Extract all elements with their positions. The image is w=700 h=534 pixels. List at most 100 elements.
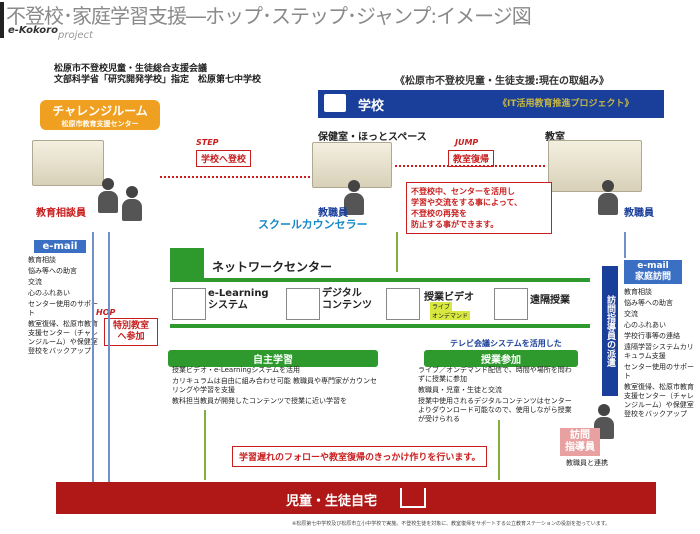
- school-icon: [324, 94, 346, 112]
- org-line-1: 松原市不登校児童・生徒総合支援会議: [54, 64, 208, 74]
- digital-label-2: コンテンツ: [322, 300, 372, 311]
- renkei-label: 教職員と連携: [566, 459, 608, 467]
- step-label: 学校へ登校: [196, 150, 252, 167]
- email-left-item: センター使用のサポート: [28, 300, 98, 317]
- footnote: ※松原第七中学校及び松原市立小中学校で実施。不登校生徒を対象に、教室復帰をサポー…: [292, 521, 611, 527]
- hop-box: 特別教室 へ参加: [104, 318, 158, 346]
- red-note: 不登校中、センターを活用し 学習や交流をする事によって、 不登校の再発を 防止す…: [406, 182, 552, 234]
- digital-label: デジタル コンテンツ: [322, 288, 372, 312]
- school-bar: 学校 《IT活用教育推進プロジェクト》: [318, 90, 664, 118]
- network-center-label: ネットワークセンター: [212, 260, 333, 274]
- home-label: 児童・生徒自宅: [286, 494, 378, 509]
- email-right-title-1: e-mail: [637, 261, 669, 271]
- jugyou-item: 授業中使用されるデジタルコンテンツはセンターよりダウンロード可能なので、使用しな…: [418, 397, 572, 423]
- step-arrow: [160, 176, 310, 178]
- houmon-vertical-label: 訪問指導員の派遣: [605, 295, 615, 367]
- email-right-title-2: 家庭訪問: [634, 272, 671, 282]
- elearning-label: e-Learning システム: [208, 288, 269, 312]
- hoken-down-line: [396, 232, 398, 272]
- jishu-item: 教科担当教員が開発したコンテンツで授業に近い学習を: [172, 397, 347, 405]
- elearning-label-2: システム: [208, 300, 248, 311]
- red-note-l3: 不登校の再発を: [411, 209, 467, 218]
- email-right-item: 教育相談: [624, 288, 652, 296]
- jugyou-title: 授業参加: [424, 350, 578, 367]
- red-note-l4: 防止する事ができます。: [411, 220, 499, 229]
- counselor-label: スクールカウンセラー: [258, 218, 368, 231]
- email-right-item: 悩み等への助言: [624, 299, 673, 307]
- red-note-l2: 学習や交流をする事によって、: [411, 198, 522, 207]
- email-left-item: 悩み等への助言: [28, 267, 77, 275]
- hop-label-2: へ参加: [117, 332, 145, 342]
- houmon-box-1: 訪問: [570, 430, 590, 441]
- it-project-label: 《IT活用教育推進プロジェクト》: [498, 99, 634, 109]
- ondemand-tag: オンデマンド: [430, 311, 471, 320]
- jishu-list: 授業ビデオ・e-Learningシステムを活用 カリキュラムは自由に組み合わせ可…: [172, 366, 382, 408]
- network-bar-bottom: [170, 324, 590, 328]
- email-left-item: 交流: [28, 278, 42, 286]
- elearning-icon: [172, 288, 206, 320]
- org-line-2: 文部科学省「研究開発学校」指定 松原第七中学校: [54, 75, 262, 85]
- video-label: 授業ビデオ: [424, 292, 474, 303]
- hop-tag: HOP: [96, 308, 116, 317]
- houmon-box: 訪問 指導員: [560, 428, 600, 456]
- email-right-item: 学校行事等の連絡: [624, 332, 680, 340]
- network-center-icon: [170, 248, 204, 278]
- houmon-box-2: 指導員: [565, 442, 595, 453]
- step-tag: STEP: [196, 138, 219, 147]
- remote-label: 遠隔授業: [530, 295, 570, 306]
- classroom-image: [548, 140, 642, 192]
- kyoshokuin-right-label: 教職員: [624, 208, 654, 219]
- kyoshokuin-person: [344, 180, 364, 215]
- soudan-label: 教育相談員: [36, 208, 86, 219]
- jishu-item: 授業ビデオ・e-Learningシステムを活用: [172, 366, 301, 374]
- jugyou-down-line: [498, 420, 500, 480]
- classroom-person: [598, 180, 618, 215]
- home-bar: 児童・生徒自宅: [56, 482, 656, 514]
- title-accent-bar: [0, 2, 4, 38]
- email-right-item: センター使用のサポート: [624, 363, 694, 380]
- email-left-item: 心のふれあい: [28, 289, 70, 297]
- jishu-item: カリキュラムは自由に組み合わせ可能 教職員や専門家がカウンセリングや学習を支援: [172, 377, 378, 394]
- challenge-room-subtitle: 松原市教育支援センター: [61, 120, 139, 128]
- email-right-item: 遠隔学習システムカリキュラム支援: [624, 343, 694, 360]
- left-vertical-line-2: [108, 232, 110, 482]
- page-title: 不登校･家庭学習支援―ホップ･ステップ･ジャンプ:イメージ図: [6, 4, 532, 28]
- email-right-item: 交流: [624, 310, 638, 318]
- jump-tag: JUMP: [455, 138, 479, 147]
- current-title: 《松原市不登校児童・生徒支援:現在の取組み》: [395, 76, 609, 87]
- right-vertical-line: [624, 232, 626, 258]
- hop-label-1: 特別教室: [112, 321, 149, 331]
- logo-sub: project: [58, 30, 93, 41]
- email-right-item: 教室復帰、松原市教育支援センター（チャレンジルーム）や保健室登校をバックアップ: [624, 383, 694, 418]
- red-note-l1: 不登校中、センターを活用し: [411, 187, 515, 196]
- tv-note: テレビ会議システムを活用した: [450, 339, 562, 348]
- challenge-room-tag: チャレンジルーム 松原市教育支援センター: [40, 100, 160, 130]
- elearning-label-1: e-Learning: [208, 288, 269, 299]
- email-right-title: e-mail 家庭訪問: [624, 260, 682, 284]
- email-right-item: 心のふれあい: [624, 321, 666, 329]
- remote-icon: [494, 288, 528, 320]
- left-vertical-line: [92, 232, 94, 482]
- video-icon: [386, 288, 420, 320]
- hoken-label: 保健室・ほっとスペース: [318, 132, 427, 143]
- home-icon: [400, 488, 426, 508]
- kyoshitsu-label: 教室: [545, 132, 565, 143]
- soudan-person-2: [122, 186, 142, 221]
- jishu-title: 自主学習: [168, 350, 378, 367]
- network-bar-top: [170, 278, 590, 282]
- email-left-list: 教育相談 悩み等への助言 交流 心のふれあい センター使用のサポート 教室復帰、…: [28, 256, 100, 358]
- jishu-down-line: [204, 410, 206, 480]
- email-right-list: 教育相談 悩み等への助言 交流 心のふれあい 学校行事等の連絡 遠隔学習システム…: [624, 288, 694, 421]
- soudan-person: [98, 178, 118, 213]
- follow-note: 学習遅れのフォローや教室復帰のきっかけ作りを行います。: [232, 446, 488, 467]
- live-tag: ライブ: [430, 302, 453, 311]
- email-left-title: e-mail: [34, 240, 86, 253]
- jugyou-list: ライブ／オンデマンド配信で、時間や場所を問わずに授業に参加 教職員・児童・生徒と…: [418, 366, 578, 426]
- digital-icon: [286, 288, 320, 320]
- email-left-item: 教室復帰、松原市教育支援センター（チャレンジルーム）や保健室登校をバックアップ: [28, 320, 98, 355]
- challenge-room-image: [32, 140, 104, 186]
- digital-label-1: デジタル: [322, 288, 362, 299]
- jugyou-item: 教職員・児童・生徒と交流: [418, 386, 502, 394]
- jump-arrow: [395, 165, 545, 167]
- challenge-room-title: チャレンジルーム: [52, 104, 148, 118]
